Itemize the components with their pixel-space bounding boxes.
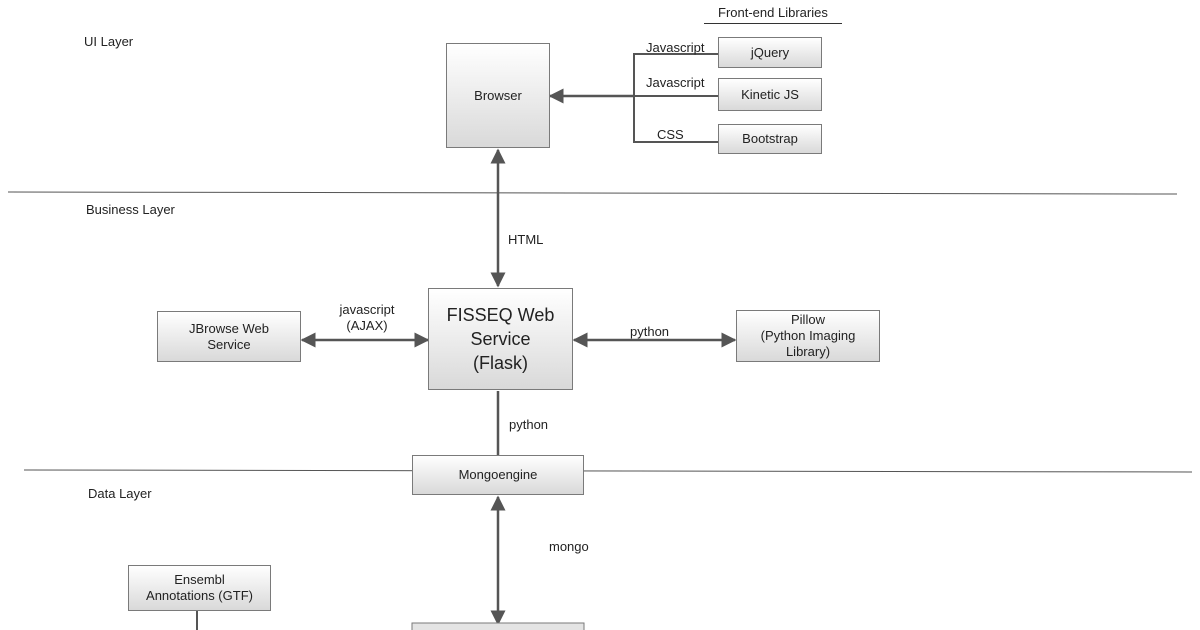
- library-kinetic-js: Kinetic JS: [718, 78, 822, 111]
- ensembl-annotations-node: Ensembl Annotations (GTF): [128, 565, 271, 611]
- fisseq-web-service-node: FISSEQ Web Service (Flask): [428, 288, 573, 390]
- ui-layer-label: UI Layer: [84, 34, 134, 49]
- pillow-node: Pillow (Python Imaging Library): [736, 310, 880, 362]
- edge-label-python-mongoengine: python: [509, 417, 549, 432]
- library-bootstrap: Bootstrap: [718, 124, 822, 154]
- business-layer-label: Business Layer: [86, 202, 175, 217]
- divider-ui-business: [7, 191, 1178, 195]
- divider-business-data: [23, 469, 1193, 473]
- library-jquery: jQuery: [718, 37, 822, 68]
- data-layer-label: Data Layer: [88, 486, 152, 501]
- libraries-bracket: [633, 53, 718, 143]
- link-label-jquery: Javascript: [646, 40, 705, 55]
- frontend-libraries-title: Front-end Libraries: [704, 5, 842, 24]
- edge-label-javascript-ajax: javascript (AJAX): [339, 302, 395, 333]
- link-label-bootstrap: CSS: [657, 127, 684, 142]
- mongoengine-node: Mongoengine: [412, 455, 584, 495]
- edge-label-python-pillow: python: [630, 324, 670, 339]
- browser-node: Browser: [446, 43, 550, 148]
- edge-label-html: HTML: [508, 232, 544, 247]
- link-label-kinetic: Javascript: [646, 75, 705, 90]
- database-box-partial: [411, 622, 585, 630]
- edge-label-mongo: mongo: [549, 539, 589, 554]
- jbrowse-web-service-node: JBrowse Web Service: [157, 311, 301, 362]
